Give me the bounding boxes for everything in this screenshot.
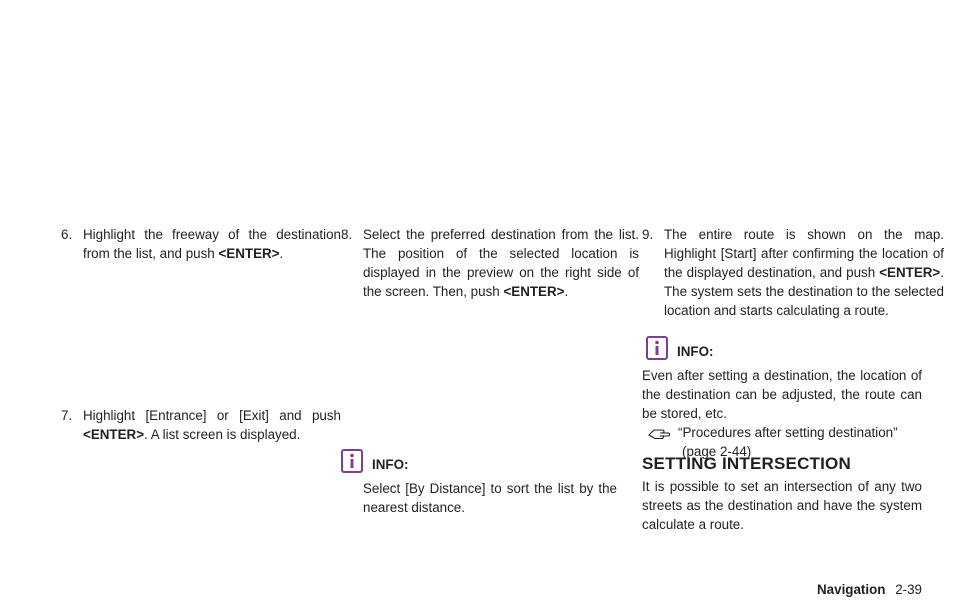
step-text-end: . The system sets the destination to the… bbox=[664, 265, 944, 318]
step-9: 9. The entire route is shown on the map. … bbox=[642, 225, 944, 320]
pointing-hand-icon bbox=[648, 429, 670, 440]
step-number: 8. bbox=[341, 227, 353, 242]
page-footer: Navigation 2-39 bbox=[817, 580, 922, 599]
step-text-end: . A list screen is displayed. bbox=[144, 427, 301, 442]
info-text-col2: Select [By Distance] to sort the list by… bbox=[363, 479, 617, 517]
step-text: Highlight [Entrance] or [Exit] and push bbox=[83, 408, 341, 423]
page-reference: “Procedures after setting destination” (… bbox=[648, 423, 918, 461]
step-text-end: . bbox=[564, 284, 569, 299]
step-text: The entire route is shown on the map. Hi… bbox=[664, 227, 944, 280]
section-body: It is possible to set an intersection of… bbox=[642, 479, 922, 532]
step-text: Select the preferred destination from th… bbox=[363, 227, 639, 299]
step-text-end: . bbox=[279, 246, 284, 261]
section-text: It is possible to set an intersection of… bbox=[642, 477, 922, 534]
step-number: 6. bbox=[61, 227, 73, 242]
section-title: SETTING INTERSECTION bbox=[642, 454, 851, 473]
reference-page: (page 2-44) bbox=[682, 444, 752, 459]
step-number: 9. bbox=[642, 227, 654, 242]
info-label: INFO: bbox=[677, 344, 714, 359]
enter-key-label: <ENTER> bbox=[503, 284, 565, 299]
info-label: INFO: bbox=[372, 457, 409, 472]
step-7: 7. Highlight [Entrance] or [Exit] and pus… bbox=[61, 406, 341, 444]
info-icon bbox=[341, 449, 363, 473]
info-text-col3: Even after setting a destination, the lo… bbox=[642, 366, 922, 423]
info-icon bbox=[646, 336, 668, 360]
reference-title: “Procedures after setting destination” bbox=[678, 425, 898, 440]
info-text: Even after setting a destination, the lo… bbox=[642, 368, 922, 421]
enter-key-label: <ENTER> bbox=[879, 265, 941, 280]
step-6: 6. Highlight the freeway of the destinati… bbox=[61, 225, 341, 263]
step-text: Highlight the freeway of the destination… bbox=[83, 227, 341, 261]
step-8: 8. Select the preferred destination from … bbox=[341, 225, 639, 301]
footer-section: Navigation bbox=[817, 582, 886, 597]
enter-key-label: <ENTER> bbox=[83, 427, 145, 442]
info-header-col3: INFO: bbox=[646, 336, 713, 361]
footer-page-number: 2-39 bbox=[895, 582, 922, 597]
step-number: 7. bbox=[61, 408, 73, 423]
info-header-col2: INFO: bbox=[341, 449, 408, 474]
enter-key-label: <ENTER> bbox=[218, 246, 280, 261]
info-text: Select [By Distance] to sort the list by… bbox=[363, 481, 617, 515]
